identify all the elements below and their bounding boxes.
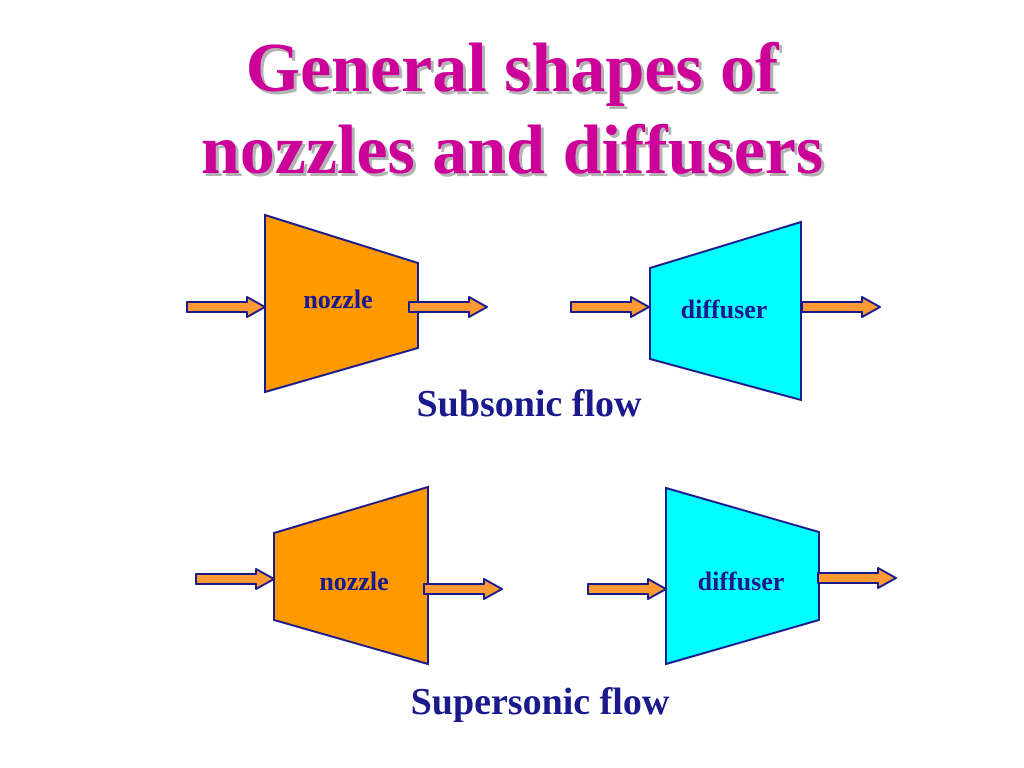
subsonic-caption: Subsonic flow: [417, 383, 642, 425]
supersonic-caption: Supersonic flow: [411, 681, 670, 723]
subsonic-diffuser-inlet-arrow: [570, 296, 650, 318]
subsonic-nozzle-group: nozzle: [186, 213, 488, 394]
supersonic-nozzle-shape: [273, 485, 429, 666]
supersonic-diffuser-shape: [665, 486, 820, 666]
subsonic-nozzle-outlet-arrow: [408, 296, 488, 318]
subsonic-diffuser-label: diffuser: [681, 295, 768, 324]
supersonic-diffuser-inlet-arrow: [587, 578, 667, 600]
subsonic-nozzle-shape: [264, 213, 419, 394]
subsonic-nozzle-inlet-arrow: [186, 296, 266, 318]
subsonic-diffuser-shape: [649, 220, 802, 402]
subsonic-diffuser-outlet-arrow: [801, 296, 881, 318]
supersonic-diffuser-label: diffuser: [698, 567, 785, 596]
supersonic-diffuser-outlet-arrow: [817, 567, 897, 589]
title-line-1: General shapes of: [245, 30, 779, 107]
supersonic-nozzle-group: nozzle: [195, 485, 503, 666]
supersonic-nozzle-inlet-arrow: [195, 568, 275, 590]
subsonic-diffuser-group: diffuser: [570, 220, 881, 402]
slide-title: General shapes of nozzles and diffusers: [0, 28, 1024, 192]
supersonic-nozzle-label: nozzle: [319, 567, 388, 596]
title-line-2: nozzles and diffusers: [200, 112, 824, 189]
supersonic-nozzle-outlet-arrow: [423, 578, 503, 600]
supersonic-diffuser-group: diffuser: [587, 486, 897, 666]
subsonic-nozzle-label: nozzle: [303, 285, 372, 314]
